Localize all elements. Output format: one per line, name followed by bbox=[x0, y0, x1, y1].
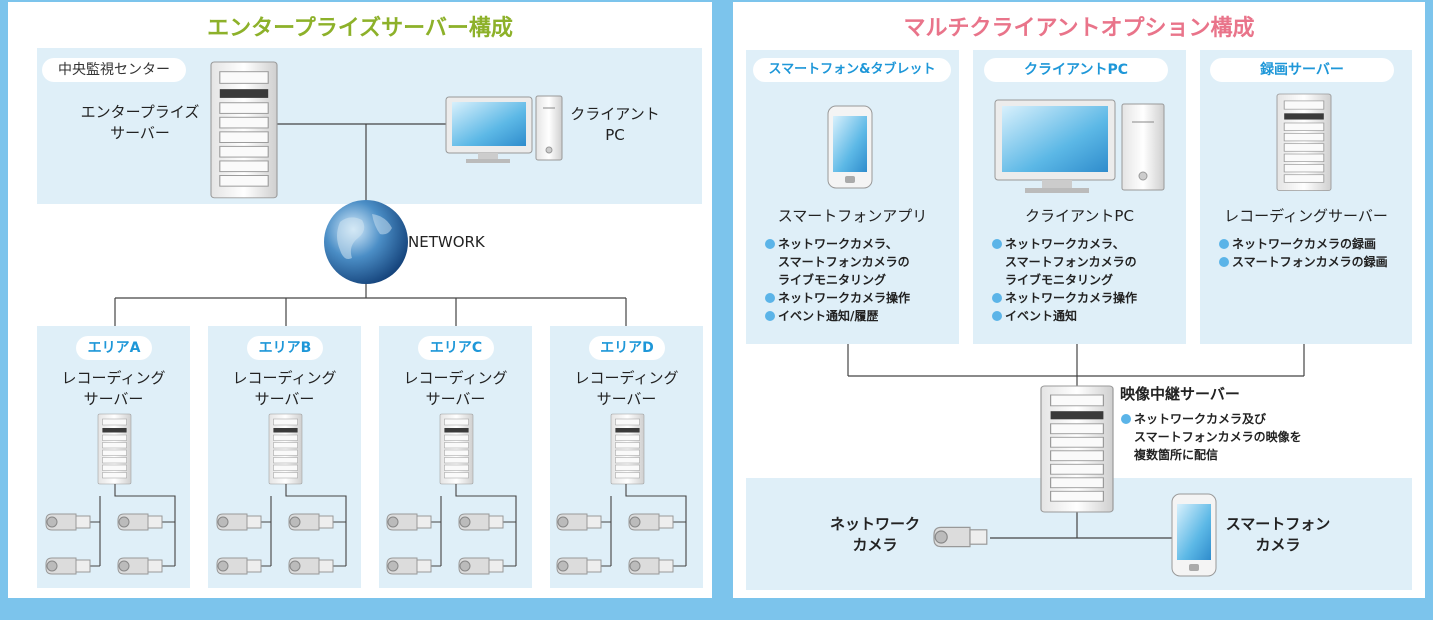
feature-item: イベント通知 bbox=[991, 307, 1181, 325]
area-b-recording-server-icon bbox=[268, 413, 303, 485]
area-d-tag: エリアD bbox=[589, 336, 665, 360]
area-c-tag: エリアC bbox=[418, 336, 494, 360]
network-camera-label: ネットワークカメラ bbox=[829, 515, 920, 554]
smartphone-camera-label: スマートフォンカメラ bbox=[1225, 515, 1331, 554]
right-connection-lines bbox=[847, 344, 1305, 539]
feature-item: イベント通知/履歴 bbox=[764, 307, 954, 325]
relay-server-heading: 映像中継サーバー bbox=[1120, 385, 1240, 403]
enterprise-title: エンタープライズサーバー構成 bbox=[207, 16, 513, 41]
recording-server-tag: 録画サーバー bbox=[1210, 58, 1394, 82]
client-pc-large-icon bbox=[994, 99, 1165, 193]
client-pc-column-zone bbox=[973, 50, 1186, 344]
area-c-label: レコーディングサーバー bbox=[403, 369, 508, 408]
smartphone-camera-icon bbox=[1171, 493, 1217, 577]
area-c-camera-icons bbox=[386, 513, 504, 575]
client-pc-tag: クライアントPC bbox=[984, 58, 1168, 82]
feature-item: ネットワークカメラの録画 bbox=[1218, 235, 1410, 253]
smartphone-icon bbox=[827, 105, 873, 189]
area-b-tag: エリアB bbox=[247, 336, 323, 360]
network-globe-icon bbox=[324, 200, 408, 284]
enterprise-server-label: エンタープライズサーバー bbox=[80, 103, 200, 142]
area-d-camera-icons bbox=[556, 513, 674, 575]
smartphone-app-heading: スマートフォンアプリ bbox=[777, 207, 928, 225]
feature-item: ネットワークカメラ、スマートフォンカメラのライブモニタリング bbox=[764, 235, 954, 289]
left-connection-lines bbox=[114, 123, 627, 326]
client-pc-heading: クライアントPC bbox=[1025, 207, 1134, 225]
multi-client-title: マルチクライアントオプション構成 bbox=[903, 16, 1255, 41]
client-pc-icon bbox=[445, 95, 563, 163]
recording-server-icon bbox=[1276, 93, 1332, 192]
recording-server-heading: レコーディングサーバー bbox=[1224, 207, 1388, 225]
smartphone-app-features: ネットワークカメラ、スマートフォンカメラのライブモニタリング ネットワークカメラ… bbox=[764, 235, 954, 325]
area-a-tag: エリアA bbox=[76, 336, 152, 360]
area-d-recording-server-icon bbox=[610, 413, 645, 485]
feature-item: ネットワークカメラ、スマートフォンカメラのライブモニタリング bbox=[991, 235, 1181, 289]
central-monitoring-tag: 中央監視センター bbox=[42, 58, 186, 82]
enterprise-server-icon bbox=[210, 61, 278, 199]
smartphone-tablet-tag: スマートフォン&タブレット bbox=[753, 58, 951, 82]
smartphone-column-zone bbox=[746, 50, 959, 344]
area-d-label: レコーディングサーバー bbox=[574, 369, 679, 408]
recording-server-features: ネットワークカメラの録画 スマートフォンカメラの録画 bbox=[1218, 235, 1410, 271]
feature-item: ネットワークカメラ操作 bbox=[764, 289, 954, 307]
area-camera-lines bbox=[90, 484, 687, 567]
area-b-camera-icons bbox=[216, 513, 334, 575]
area-c-recording-server-icon bbox=[439, 413, 474, 485]
area-b-label: レコーディングサーバー bbox=[232, 369, 337, 408]
area-a-recording-server-icon bbox=[97, 413, 132, 485]
feature-item: ネットワークカメラ操作 bbox=[991, 289, 1181, 307]
network-camera-icon bbox=[933, 526, 988, 548]
area-a-label: レコーディングサーバー bbox=[61, 369, 166, 408]
relay-server-icon bbox=[1040, 385, 1114, 513]
network-label: NETWORK bbox=[408, 233, 485, 251]
feature-item: スマートフォンカメラの録画 bbox=[1218, 253, 1410, 271]
feature-item: ネットワークカメラ及びスマートフォンカメラの映像を複数箇所に配信 bbox=[1120, 410, 1320, 464]
area-a-camera-icons bbox=[45, 513, 163, 575]
relay-server-features: ネットワークカメラ及びスマートフォンカメラの映像を複数箇所に配信 bbox=[1120, 410, 1320, 464]
client-pc-features: ネットワークカメラ、スマートフォンカメラのライブモニタリング ネットワークカメラ… bbox=[991, 235, 1181, 325]
